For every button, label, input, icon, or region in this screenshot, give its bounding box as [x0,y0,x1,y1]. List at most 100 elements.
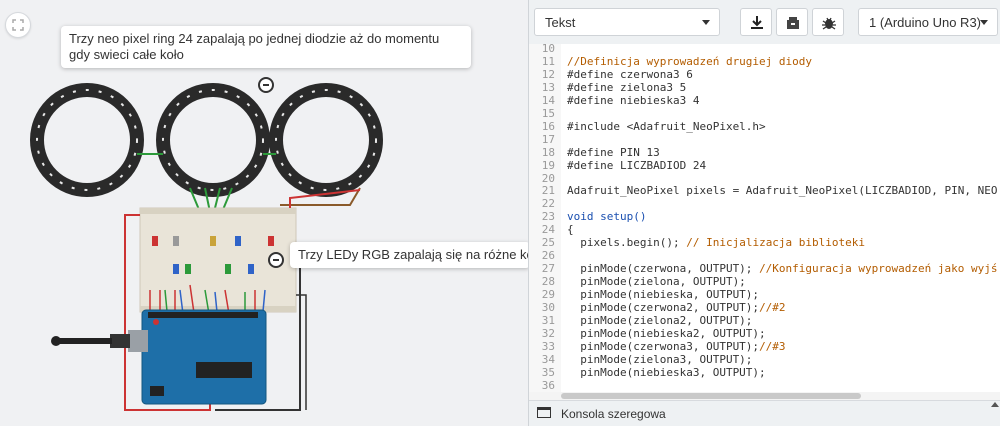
code-text: void setup() [567,210,647,224]
code-line[interactable]: 12 #define czerwona3 6 [529,68,1000,81]
fit-view-button[interactable] [5,12,31,38]
line-number: 20 [541,171,555,185]
line-number: 12 [541,67,555,81]
line-number: 13 [541,80,555,94]
code-line[interactable]: 29 pinMode(niebieska, OUTPUT); [529,288,1000,301]
code-line[interactable]: 13 #define zielona3 5 [529,81,1000,94]
code-line[interactable]: 18 #define PIN 13 [529,146,1000,159]
code-line[interactable]: 26 [529,249,1000,262]
code-mode-select[interactable]: Tekst [534,8,720,36]
line-number: 29 [541,288,555,302]
fit-view-icon [12,19,24,31]
code-text: //Definicja wyprowadzeń drugiej diody [567,54,813,68]
code-text: pinMode(niebieska3, OUTPUT); [567,365,766,379]
code-line[interactable]: 10 [529,44,1000,55]
collapse-note-button[interactable] [268,252,284,268]
line-number: 36 [541,378,555,392]
line-number: 10 [541,44,555,55]
line-number: 24 [541,223,555,237]
line-number: 31 [541,313,555,327]
code-line[interactable]: 19 #define LICZBADIOD 24 [529,159,1000,172]
code-line[interactable]: 30 pinMode(czerwona2, OUTPUT);//#2 [529,301,1000,314]
device-select[interactable]: 1 (Arduino Uno R3) [858,8,998,36]
line-number: 19 [541,158,555,172]
components-icon [787,17,799,29]
line-number: 22 [541,197,555,211]
serial-console-label: Konsola szeregowa [561,407,666,421]
line-number: 15 [541,106,555,120]
code-line[interactable]: 23 void setup() [529,210,1000,223]
line-number: 16 [541,119,555,133]
code-line[interactable]: 11 //Definicja wyprowadzeń drugiej diody [529,55,1000,68]
line-number: 27 [541,262,555,276]
horizontal-scrollbar[interactable] [529,392,1000,400]
circuit-diagram [30,83,383,411]
neopixel-ring-2[interactable] [156,83,270,197]
circuit-canvas[interactable]: Trzy neo pixel ring 24 zapalają po jedne… [0,0,528,426]
code-text: #define czerwona3 6 [567,67,693,81]
scrollbar-thumb[interactable] [561,393,861,399]
code-text: pixels.begin(); // Inicjalizacja bibliot… [567,236,866,250]
code-text: pinMode(czerwona2, OUTPUT);//#2 [567,301,786,314]
code-line[interactable]: 17 [529,133,1000,146]
components-button[interactable] [776,8,808,36]
code-line[interactable]: 14#define niebieska3 4 [529,94,1000,107]
arduino-uno-board[interactable] [51,309,267,405]
note-callout-leds: Trzy LEDy RGB zapalają się na różne ko [290,242,528,268]
line-number: 32 [541,326,555,340]
code-text: #define niebieska3 4 [567,93,700,107]
code-line[interactable]: 25 pixels.begin(); // Inicjalizacja bibl… [529,236,1000,249]
serial-console-bar[interactable]: Konsola szeregowa [529,400,1000,426]
line-number: 26 [541,249,555,263]
line-number: 23 [541,210,555,224]
code-line[interactable]: 34 pinMode(zielona3, OUTPUT); [529,353,1000,366]
line-number: 30 [541,301,555,314]
code-text: pinMode(niebieska, OUTPUT); [567,288,760,302]
debugger-button[interactable] [812,8,844,36]
debug-bug-icon [822,17,836,30]
line-number: 17 [541,132,555,146]
line-number: 34 [541,352,555,366]
code-line[interactable]: 22 [529,197,1000,210]
line-number: 11 [541,54,555,68]
code-text: pinMode(zielona3, OUTPUT); [567,352,753,366]
line-number: 18 [541,145,555,159]
code-text: pinMode(czerwona, OUTPUT); //Konfiguracj… [567,262,998,276]
console-window-icon [537,407,551,418]
expand-console-icon[interactable] [991,402,999,407]
code-line[interactable]: 32 pinMode(niebieska2, OUTPUT); [529,327,1000,340]
code-line[interactable]: 35 pinMode(niebieska3, OUTPUT); [529,366,1000,379]
code-mode-value: Tekst [545,15,576,30]
code-line[interactable]: 24{ [529,223,1000,236]
code-toolbar: Tekst 1 (Arduino Uno R3) [529,0,1000,45]
code-text: #define PIN 13 [567,145,660,159]
line-number: 35 [541,365,555,379]
code-line[interactable]: 20 [529,172,1000,185]
download-icon [751,16,763,29]
code-text: Adafruit_NeoPixel pixels = Adafruit_NeoP… [567,184,998,198]
code-text: #define LICZBADIOD 24 [567,158,707,172]
code-line[interactable]: 33 pinMode(czerwona3, OUTPUT);//#3 [529,340,1000,353]
rgb-leds[interactable] [152,236,274,274]
code-text: #define zielona3 5 [567,80,687,94]
line-number: 28 [541,275,555,289]
code-text: #include <Adafruit_NeoPixel.h> [567,119,766,133]
code-text: pinMode(niebieska2, OUTPUT); [567,326,766,340]
collapse-note-button[interactable] [258,77,274,93]
line-number-gutter [529,44,561,398]
code-line[interactable]: 31 pinMode(zielona2, OUTPUT); [529,314,1000,327]
neopixel-ring-1[interactable] [30,83,144,197]
code-line[interactable]: 15 [529,107,1000,120]
download-button[interactable] [740,8,772,36]
neopixel-ring-3[interactable] [269,83,383,197]
code-panel: Tekst 1 (Arduino Uno R3) [528,0,1000,426]
chevron-down-icon [980,20,988,25]
code-text: pinMode(zielona, OUTPUT); [567,275,746,289]
code-line[interactable]: 28 pinMode(zielona, OUTPUT); [529,275,1000,288]
code-line[interactable]: 16 #include <Adafruit_NeoPixel.h> [529,120,1000,133]
line-number: 33 [541,339,555,353]
code-line[interactable]: 36 [529,379,1000,392]
code-line[interactable]: 27 pinMode(czerwona, OUTPUT); //Konfigur… [529,262,1000,275]
